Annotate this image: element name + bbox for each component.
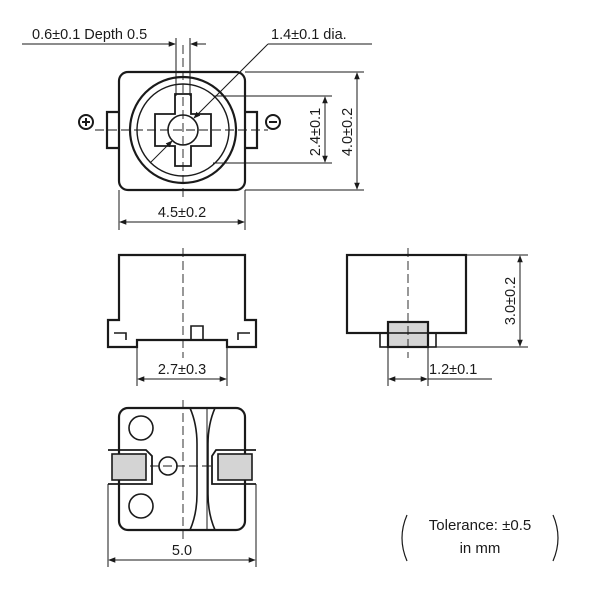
tolerance-note: Tolerance: ±0.5 in mm xyxy=(401,514,559,562)
front-view: 2.7±0.3 xyxy=(106,248,258,386)
bottom-channel-right xyxy=(207,407,216,531)
pad-span-label: 2.7±0.3 xyxy=(158,362,206,378)
plus-circle-icon xyxy=(78,114,94,130)
bottom-hole-bottom xyxy=(128,493,154,519)
bottom-pad-left xyxy=(111,453,147,481)
front-body-outline xyxy=(106,253,258,349)
side-view: 3.0±0.2 1.2±0.1 xyxy=(345,248,528,386)
bottom-channel-left xyxy=(189,407,198,531)
lead-width-label: 1.2±0.1 xyxy=(429,362,477,378)
note-left-paren xyxy=(401,514,408,562)
inner-height-label: 2.4±0.1 xyxy=(308,108,324,156)
top-body-outline xyxy=(117,70,247,192)
minus-circle-icon xyxy=(265,114,281,130)
hole-diameter-label: 1.4±0.1 dia. xyxy=(271,27,347,43)
front-notch xyxy=(190,325,204,340)
bottom-pad-right xyxy=(217,453,253,481)
outer-height-label: 4.0±0.2 xyxy=(340,108,356,156)
top-view: 0.6±0.1 Depth 0.5 1.4±0.1 dia. 2.4±0.1 4… xyxy=(22,27,372,230)
bottom-width-label: 5.0 xyxy=(172,543,192,559)
bottom-hole-top xyxy=(128,415,154,441)
body-height-label: 3.0±0.2 xyxy=(503,277,519,325)
pin-slot-dimension-label: 0.6±0.1 Depth 0.5 xyxy=(32,27,147,43)
top-width-label: 4.5±0.2 xyxy=(158,205,206,221)
unit-text: in mm xyxy=(460,540,501,557)
left-terminal xyxy=(105,110,119,150)
note-right-paren xyxy=(552,514,559,562)
bottom-view: 5.0 xyxy=(107,400,257,567)
cross-slot xyxy=(154,93,212,167)
tolerance-text: Tolerance: ±0.5 xyxy=(429,517,531,534)
